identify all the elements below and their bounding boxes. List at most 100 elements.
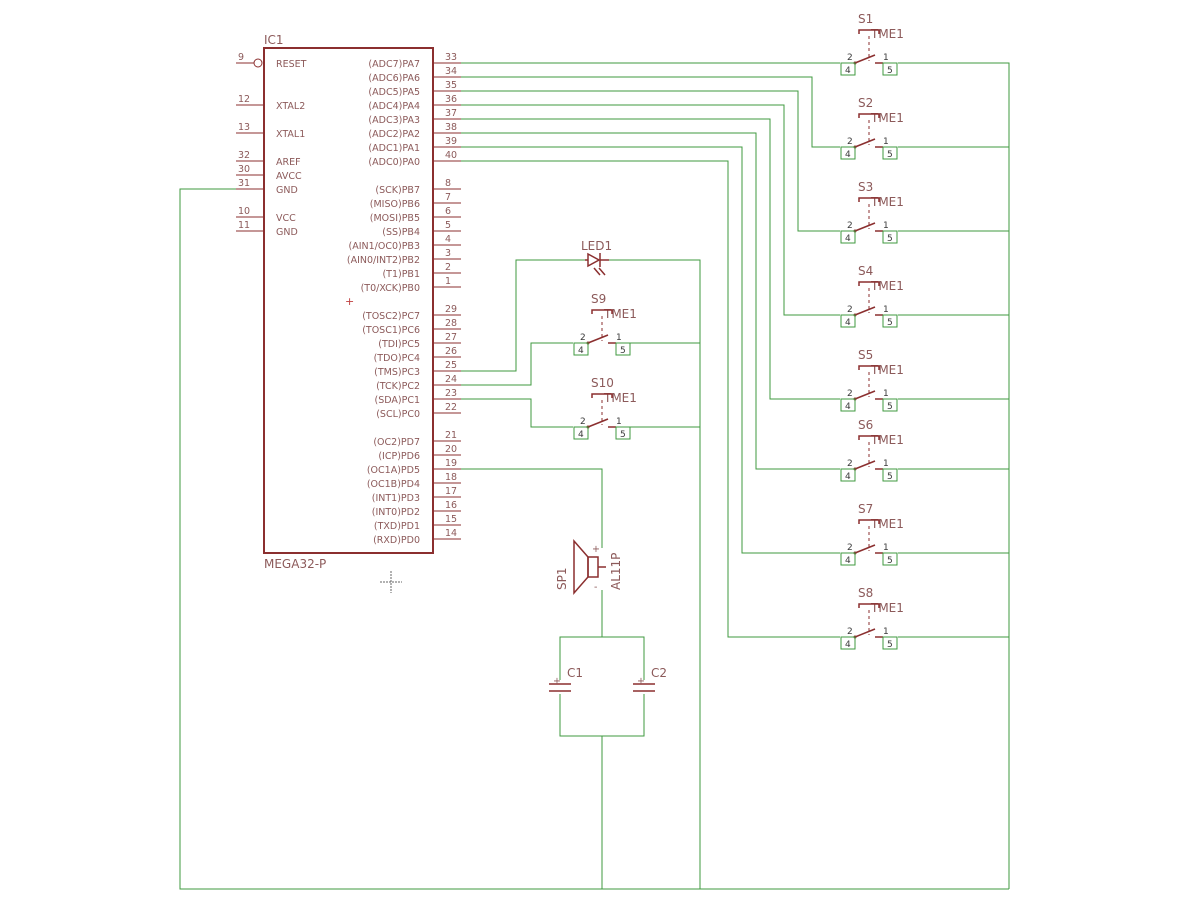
led-triangle-icon [587,252,601,268]
led1[interactable]: LED1 [581,239,612,276]
ic-right-pin-name: (TOSC1)PC6 [362,325,420,336]
wire-mid-bus [609,259,701,889]
switch-cap-icon [858,365,880,370]
switch-cap-icon [858,29,880,34]
ic-left-pin-num: 9 [238,52,244,63]
ic-right-pin-name: (T0/XCK)PB0 [361,283,420,294]
speaker-magnet [587,556,599,578]
ic-right-pin-name: (MOSI)PB5 [370,213,420,224]
switch-value: TME1 [870,363,904,377]
switch-pad-label-4: 4 [845,472,851,482]
ic-left-pin-name: GND [276,185,298,196]
ic-right-pin-name: (TDO)PC4 [374,353,420,364]
switch-value: TME1 [870,111,904,125]
switch-pad-label-1: 1 [883,221,889,231]
ic-right-pin-num: 6 [445,206,451,217]
switch-lever [854,544,876,554]
wire-pc1-s10 [461,398,573,428]
c1-ref: C1 [567,666,583,680]
switch-lever [587,334,609,344]
switch-pad-label-2: 2 [847,459,853,469]
switch-pad-label-5: 5 [887,318,893,328]
ic-right-pin-name: (SCL)PC0 [376,409,420,420]
ic-right-pin-num: 29 [445,304,457,315]
switch-pad-label-2: 2 [580,333,586,343]
switch-cap-icon [858,603,880,608]
switch-value: TME1 [603,391,637,405]
ic1-left-pins: 9RESET12XTAL213XTAL132AREF30AVCC31GND10V… [236,52,307,238]
switch-lever [854,138,876,148]
switch-pad-label-1: 1 [883,459,889,469]
ic-right-pin-name: (AIN0/INT2)PB2 [347,255,420,266]
switch-cap-icon [591,309,613,314]
speaker-ref: SP1 [555,568,569,591]
switch-value: TME1 [603,307,637,321]
wire-pa4 [461,104,840,316]
wire-caps-bottom [559,694,645,737]
switch-ref: S7 [858,502,873,516]
switch-ref: S1 [858,12,873,26]
switch-lever [854,390,876,400]
switch-pad-5 [882,398,898,412]
ic-right-pin-num: 25 [445,360,457,371]
ic-right-pin-num: 4 [445,234,451,245]
ic-right-pin-name: (TXD)PD1 [374,521,420,532]
speaker-sp1[interactable]: + - SP1 AL11P [555,539,623,595]
ic-right-pin-name: (AIN1/OC0)PB3 [348,241,420,252]
ic-right-pin-num: 26 [445,346,457,357]
capacitor-c2[interactable]: + C2 [633,666,667,692]
switch-pad-label-4: 4 [578,346,584,356]
switch-pad-label-4: 4 [845,66,851,76]
switch-ref: S4 [858,264,873,278]
ic-left-pin-name: AREF [276,157,301,168]
capacitor-c1[interactable]: + C1 [549,666,583,692]
switch-pad-label-4: 4 [845,640,851,650]
ic-right-pin-num: 15 [445,514,457,525]
ic-right-pin-name: (MISO)PB6 [370,199,420,210]
switch-ref: S6 [858,418,873,432]
ic-right-pin-num: 2 [445,262,451,273]
ic-right-pin-num: 7 [445,192,451,203]
c2-plus: + [637,676,645,687]
switch-pad-label-4: 4 [845,402,851,412]
switch-pad-4 [573,342,589,356]
switch-pad-label-1: 1 [616,417,622,427]
ic-right-pin-num: 20 [445,444,457,455]
switch-pad-5 [615,426,631,440]
switch-pad-label-2: 2 [847,221,853,231]
switch-lever [587,418,609,428]
ic-right-pin-name: (INT1)PD3 [372,493,420,504]
reset-bubble [253,58,263,68]
ic-left-pin-num: 10 [238,206,250,217]
switch-pad-label-4: 4 [578,430,584,440]
ic-right-pin-name: (ICP)PD6 [378,451,420,462]
ic-right-pin-num: 3 [445,248,451,259]
led1-ref: LED1 [581,239,612,253]
speaker-value: AL11P [609,553,623,590]
c2-ref: C2 [651,666,667,680]
ic-right-pin-num: 39 [445,136,457,147]
switch-cap-icon [858,197,880,202]
ic-right-pin-name: (TMS)PC3 [374,367,420,378]
switch-pad-label-5: 5 [620,430,626,440]
ic-right-pin-num: 14 [445,528,457,539]
c1-plus: + [553,676,561,687]
speaker-plus: + [592,544,600,555]
switch-pad-label-1: 1 [883,53,889,63]
ic-right-pin-num: 38 [445,122,457,133]
switch-pad-label-2: 2 [847,53,853,63]
ic1[interactable]: IC1 MEGA32-P + 9RESET12XTAL213XTAL132ARE… [236,33,461,571]
ic1-right-pins: 33(ADC7)PA734(ADC6)PA635(ADC5)PA536(ADC4… [347,52,461,546]
